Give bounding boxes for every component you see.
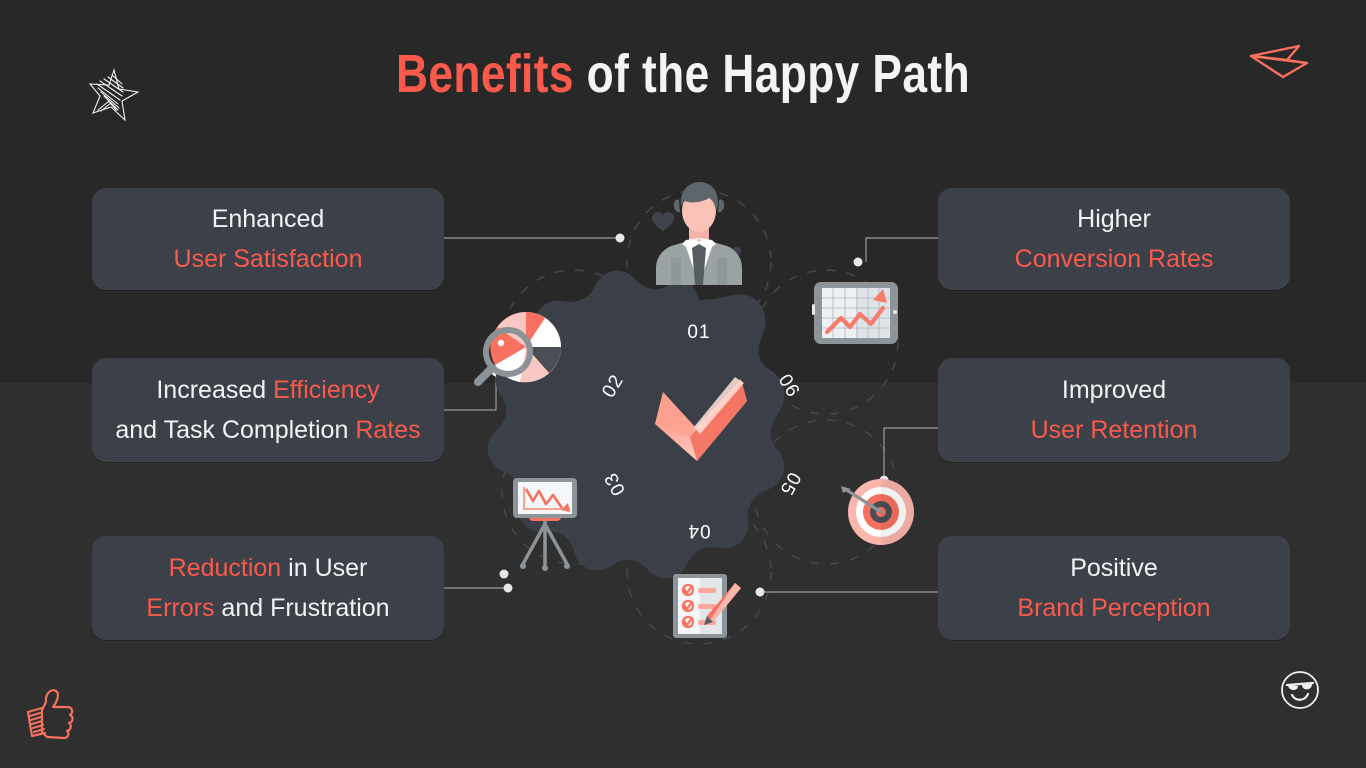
page-title: Benefits of the Happy Path	[123, 42, 1243, 106]
card-line-1: Positive	[1070, 554, 1158, 582]
card-line-2: User Satisfaction	[173, 245, 363, 273]
card-line-2: Brand Perception	[1017, 594, 1211, 622]
benefit-card-reduction-in-user-errors[interactable]: Reduction in User Errors and Frustration	[92, 536, 444, 640]
benefit-card-positive-brand-perception[interactable]: Positive Brand Perception	[938, 536, 1290, 640]
benefit-card-enhanced-user-satisfaction[interactable]: Enhanced User Satisfaction	[92, 188, 444, 290]
card-line-2: User Retention	[1030, 416, 1198, 444]
card-line-1: Higher	[1077, 205, 1151, 233]
paper-plane-doodle	[1249, 44, 1309, 79]
page-title-rest: of the Happy Path	[573, 44, 971, 104]
card-line-1: Improved	[1061, 376, 1167, 404]
benefit-card-improved-user-retention[interactable]: Improved User Retention	[938, 358, 1290, 462]
benefit-card-higher-conversion-rates[interactable]: Higher Conversion Rates	[938, 188, 1290, 290]
card-line-1: Increased Efficiency	[156, 376, 380, 404]
sunglasses-smiley-doodle	[1281, 671, 1319, 709]
card-line-2: Conversion Rates	[1014, 245, 1214, 273]
card-line-2: and Task Completion Rates	[115, 416, 421, 444]
scribble-star-doodle	[88, 68, 140, 122]
thumbs-up-doodle	[26, 689, 74, 740]
card-line-2: Errors and Frustration	[146, 594, 390, 622]
card-line-1: Reduction in User	[168, 554, 368, 582]
card-line-1: Enhanced	[211, 205, 325, 233]
benefit-card-increased-efficiency[interactable]: Increased Efficiency and Task Completion…	[92, 358, 444, 462]
page-title-accent: Benefits	[395, 44, 574, 104]
